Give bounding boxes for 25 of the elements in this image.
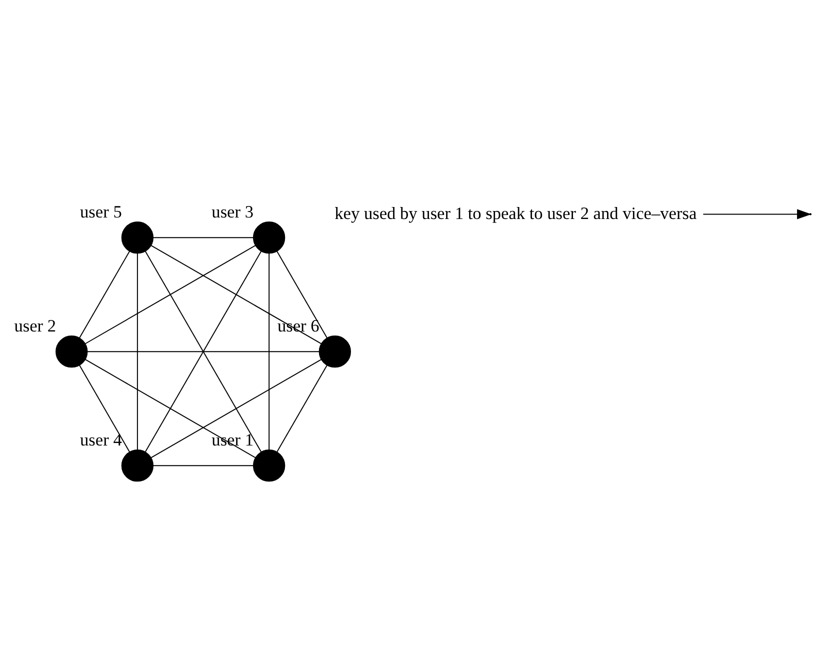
node-label: user 3 [212, 202, 254, 221]
node-circle [318, 335, 351, 368]
node-label: user 5 [80, 202, 122, 221]
connector [150, 244, 322, 344]
node-circle [253, 449, 286, 482]
connector [84, 358, 256, 458]
connector [150, 358, 322, 458]
node-circle [121, 449, 154, 482]
connector [268, 252, 270, 450]
connector [152, 464, 254, 466]
connector [276, 250, 328, 338]
connector [78, 250, 130, 338]
connector [136, 252, 138, 450]
node-label: user 2 [14, 316, 56, 335]
connector [144, 250, 262, 452]
connector [152, 236, 254, 238]
connector [84, 244, 256, 344]
node-text: key used by user 1 to speak to user 2 and vice–versa [334, 203, 697, 222]
connector [78, 364, 130, 452]
node-label: user 4 [80, 430, 122, 449]
node-circle [56, 335, 88, 368]
node-circle [253, 221, 286, 254]
connector [86, 350, 320, 352]
node-circle [121, 221, 154, 254]
connector [276, 364, 328, 452]
